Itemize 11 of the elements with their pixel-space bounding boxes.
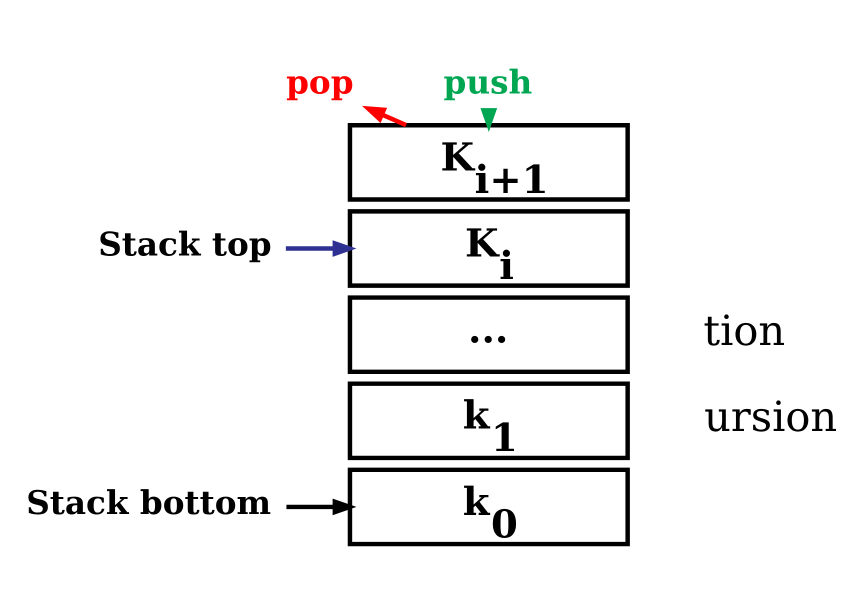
arrow [480, 108, 498, 132]
arrow [286, 498, 356, 515]
arrow [286, 240, 356, 256]
label: tion [703, 305, 786, 354]
label: ursion [704, 392, 838, 441]
node-text: Stack top [98, 224, 272, 263]
arrow [362, 105, 407, 127]
node-text: push [444, 62, 532, 101]
node-text: pop [286, 62, 354, 101]
node-box: ... [348, 294, 630, 374]
node-text: Stack bottom [26, 482, 272, 522]
